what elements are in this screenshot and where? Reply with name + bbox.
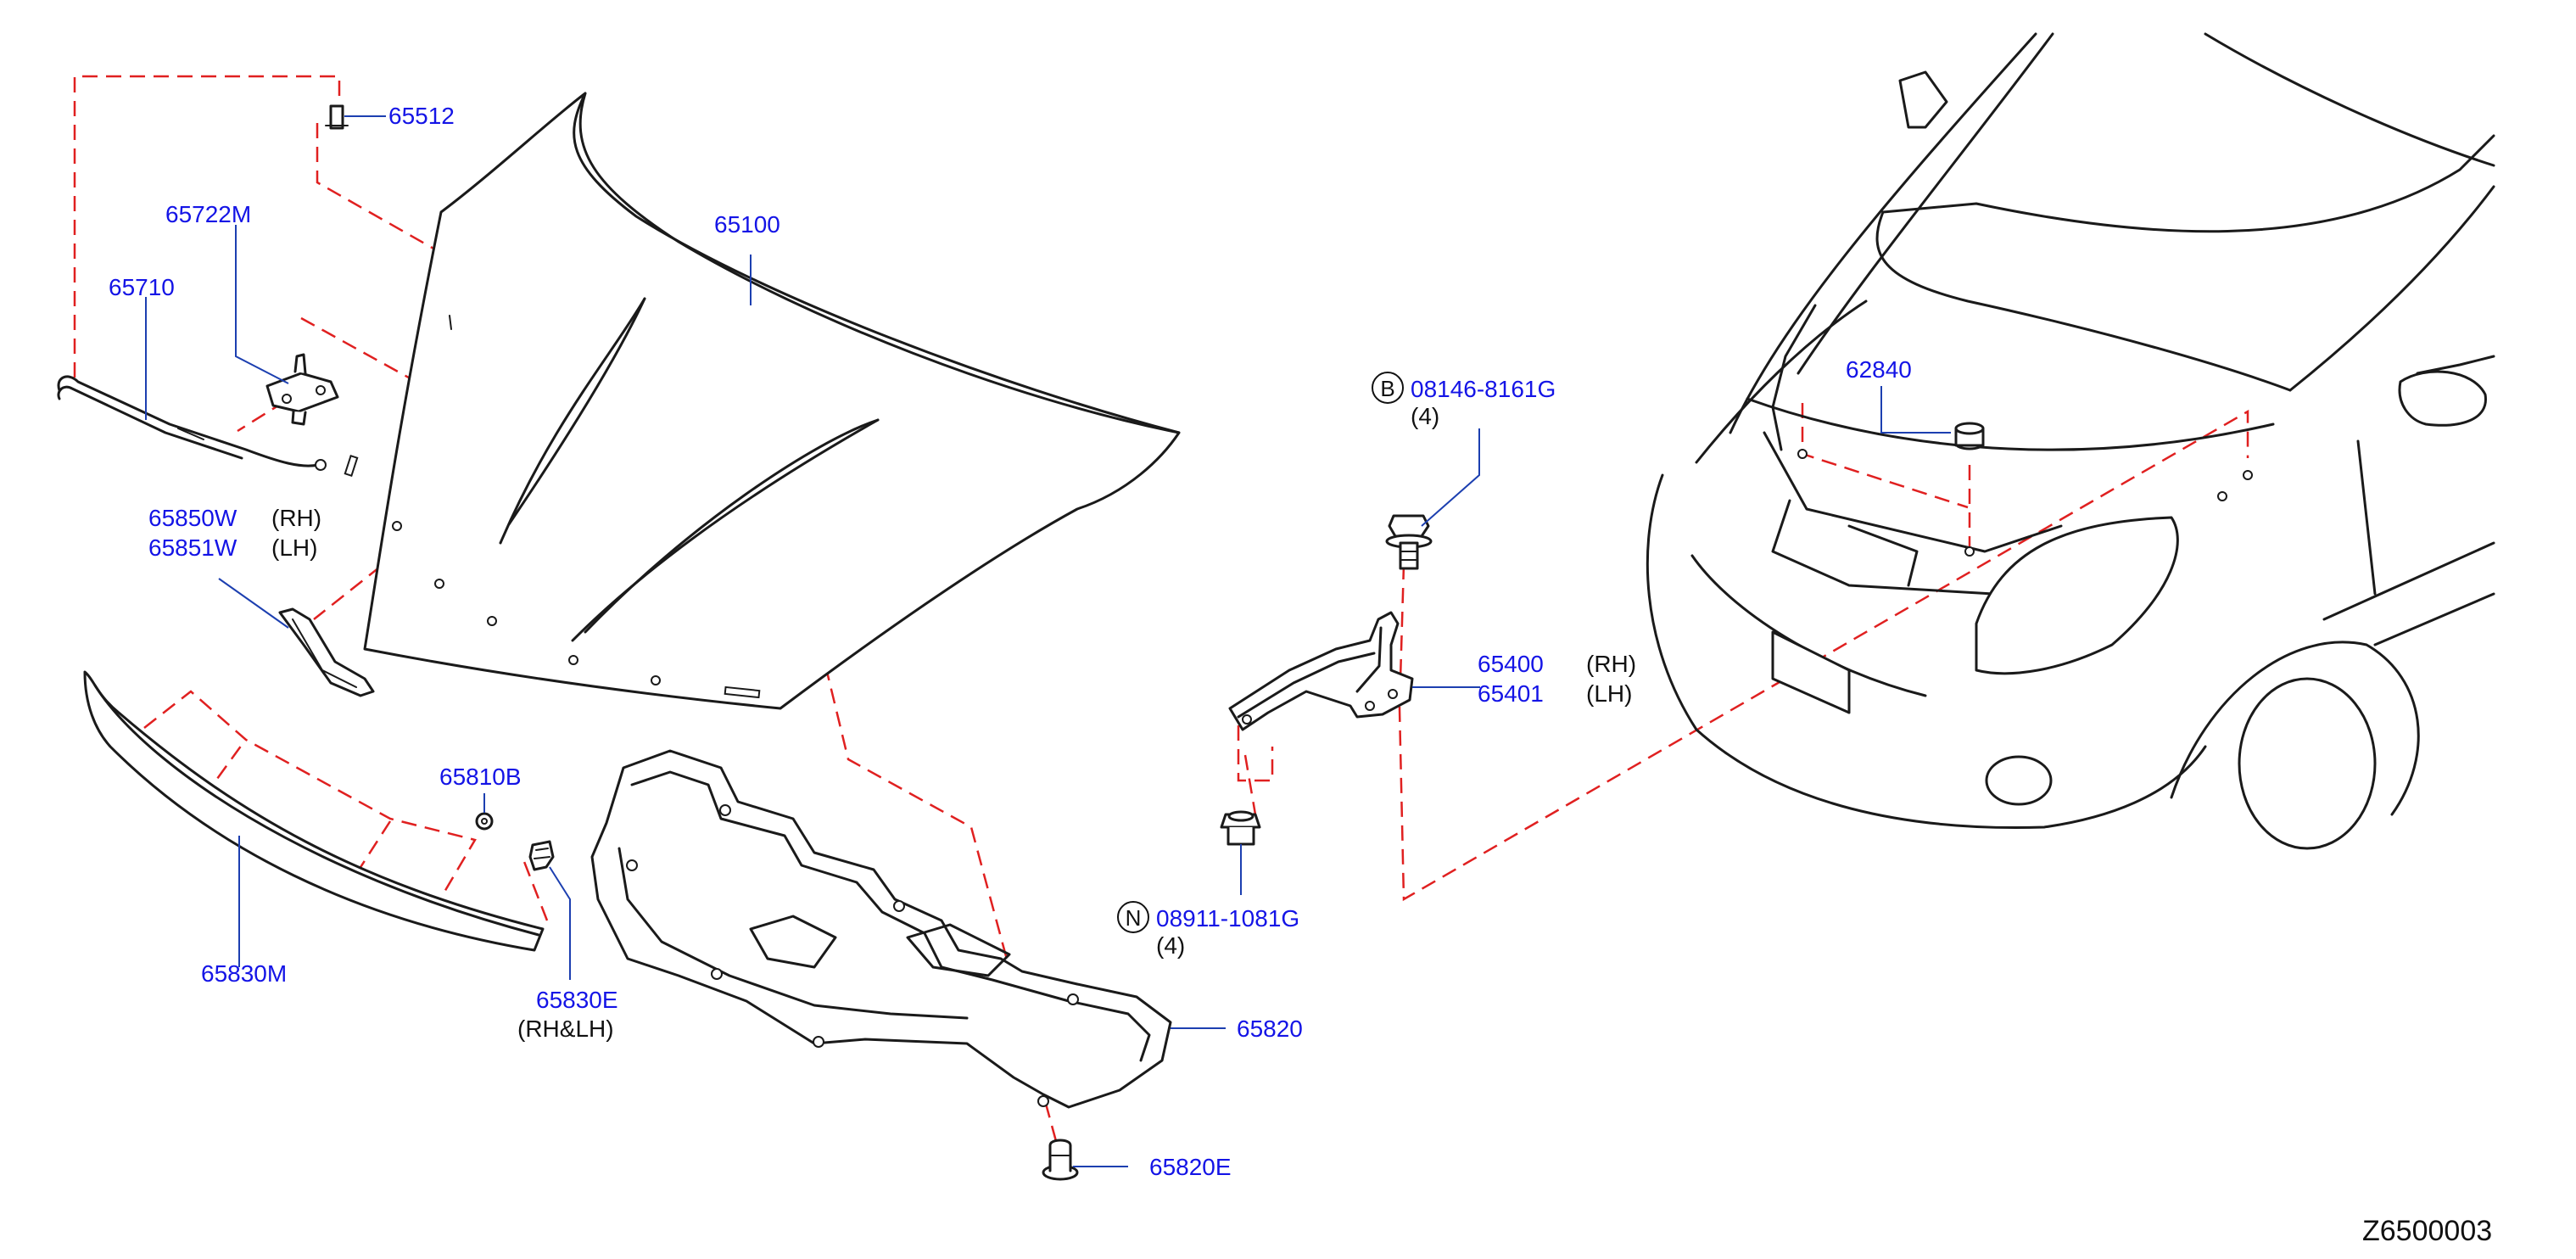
- label-65401[interactable]: 65401: [1478, 680, 1544, 707]
- label-65850w[interactable]: 65850W: [148, 505, 237, 531]
- symbol-b: B: [1380, 376, 1394, 401]
- symbol-n: N: [1126, 905, 1142, 931]
- hood-support-rod[interactable]: [57, 375, 327, 471]
- label-65851w-side: (LH): [271, 534, 317, 561]
- clip-65820e[interactable]: [1042, 1139, 1079, 1181]
- grommet-62840[interactable]: [1954, 422, 1985, 450]
- nut-08911[interactable]: [1220, 810, 1261, 846]
- clip-65830e[interactable]: [528, 840, 555, 871]
- label-65851w[interactable]: 65851W: [148, 534, 237, 561]
- label-65820[interactable]: 65820: [1237, 1016, 1303, 1042]
- diagram-code: Z6500003: [2362, 1215, 2492, 1247]
- vehicle-outline: [1646, 32, 2495, 850]
- label-65830e-side: (RH&LH): [517, 1016, 614, 1042]
- clip-65810b[interactable]: [475, 812, 494, 831]
- label-65820e[interactable]: 65820E: [1149, 1154, 1232, 1180]
- hood-panel[interactable]: [344, 92, 1181, 710]
- label-65810b[interactable]: 65810B: [439, 764, 522, 790]
- label-08911-qty: (4): [1156, 932, 1185, 959]
- label-65722m[interactable]: 65722M: [165, 201, 251, 227]
- hood-seal-bracket[interactable]: [278, 607, 375, 697]
- hood-lock-control[interactable]: [265, 353, 339, 426]
- engine-under-cover[interactable]: [590, 749, 1172, 1109]
- label-65100[interactable]: 65100: [714, 211, 780, 238]
- label-65850w-side: (RH): [271, 505, 321, 531]
- part-labels: 65512 65722M 65710 65100 65850W (RH) 658…: [109, 103, 2492, 1247]
- label-08146-8161g[interactable]: 08146-8161G: [1411, 376, 1556, 402]
- hood-bumper-rubber[interactable]: [325, 104, 349, 130]
- label-65710[interactable]: 65710: [109, 274, 175, 300]
- label-65401-side: (LH): [1586, 680, 1632, 707]
- leader-lines: [145, 115, 1951, 1167]
- label-65830e[interactable]: 65830E: [536, 987, 618, 1013]
- symbol-n-circle: [1117, 901, 1149, 933]
- hood-front-molding[interactable]: [83, 670, 545, 952]
- label-65400[interactable]: 65400: [1478, 651, 1544, 677]
- label-65512[interactable]: 65512: [388, 103, 455, 129]
- symbol-b-circle: [1372, 372, 1404, 404]
- label-65830m[interactable]: 65830M: [201, 960, 287, 987]
- label-08146-qty: (4): [1411, 403, 1439, 429]
- hood-hinge[interactable]: [1228, 611, 1414, 731]
- bolt-08146[interactable]: [1385, 514, 1433, 570]
- label-08911-1081g[interactable]: 08911-1081G: [1156, 905, 1299, 932]
- label-62840[interactable]: 62840: [1846, 356, 1912, 383]
- label-65400-side: (RH): [1586, 651, 1636, 677]
